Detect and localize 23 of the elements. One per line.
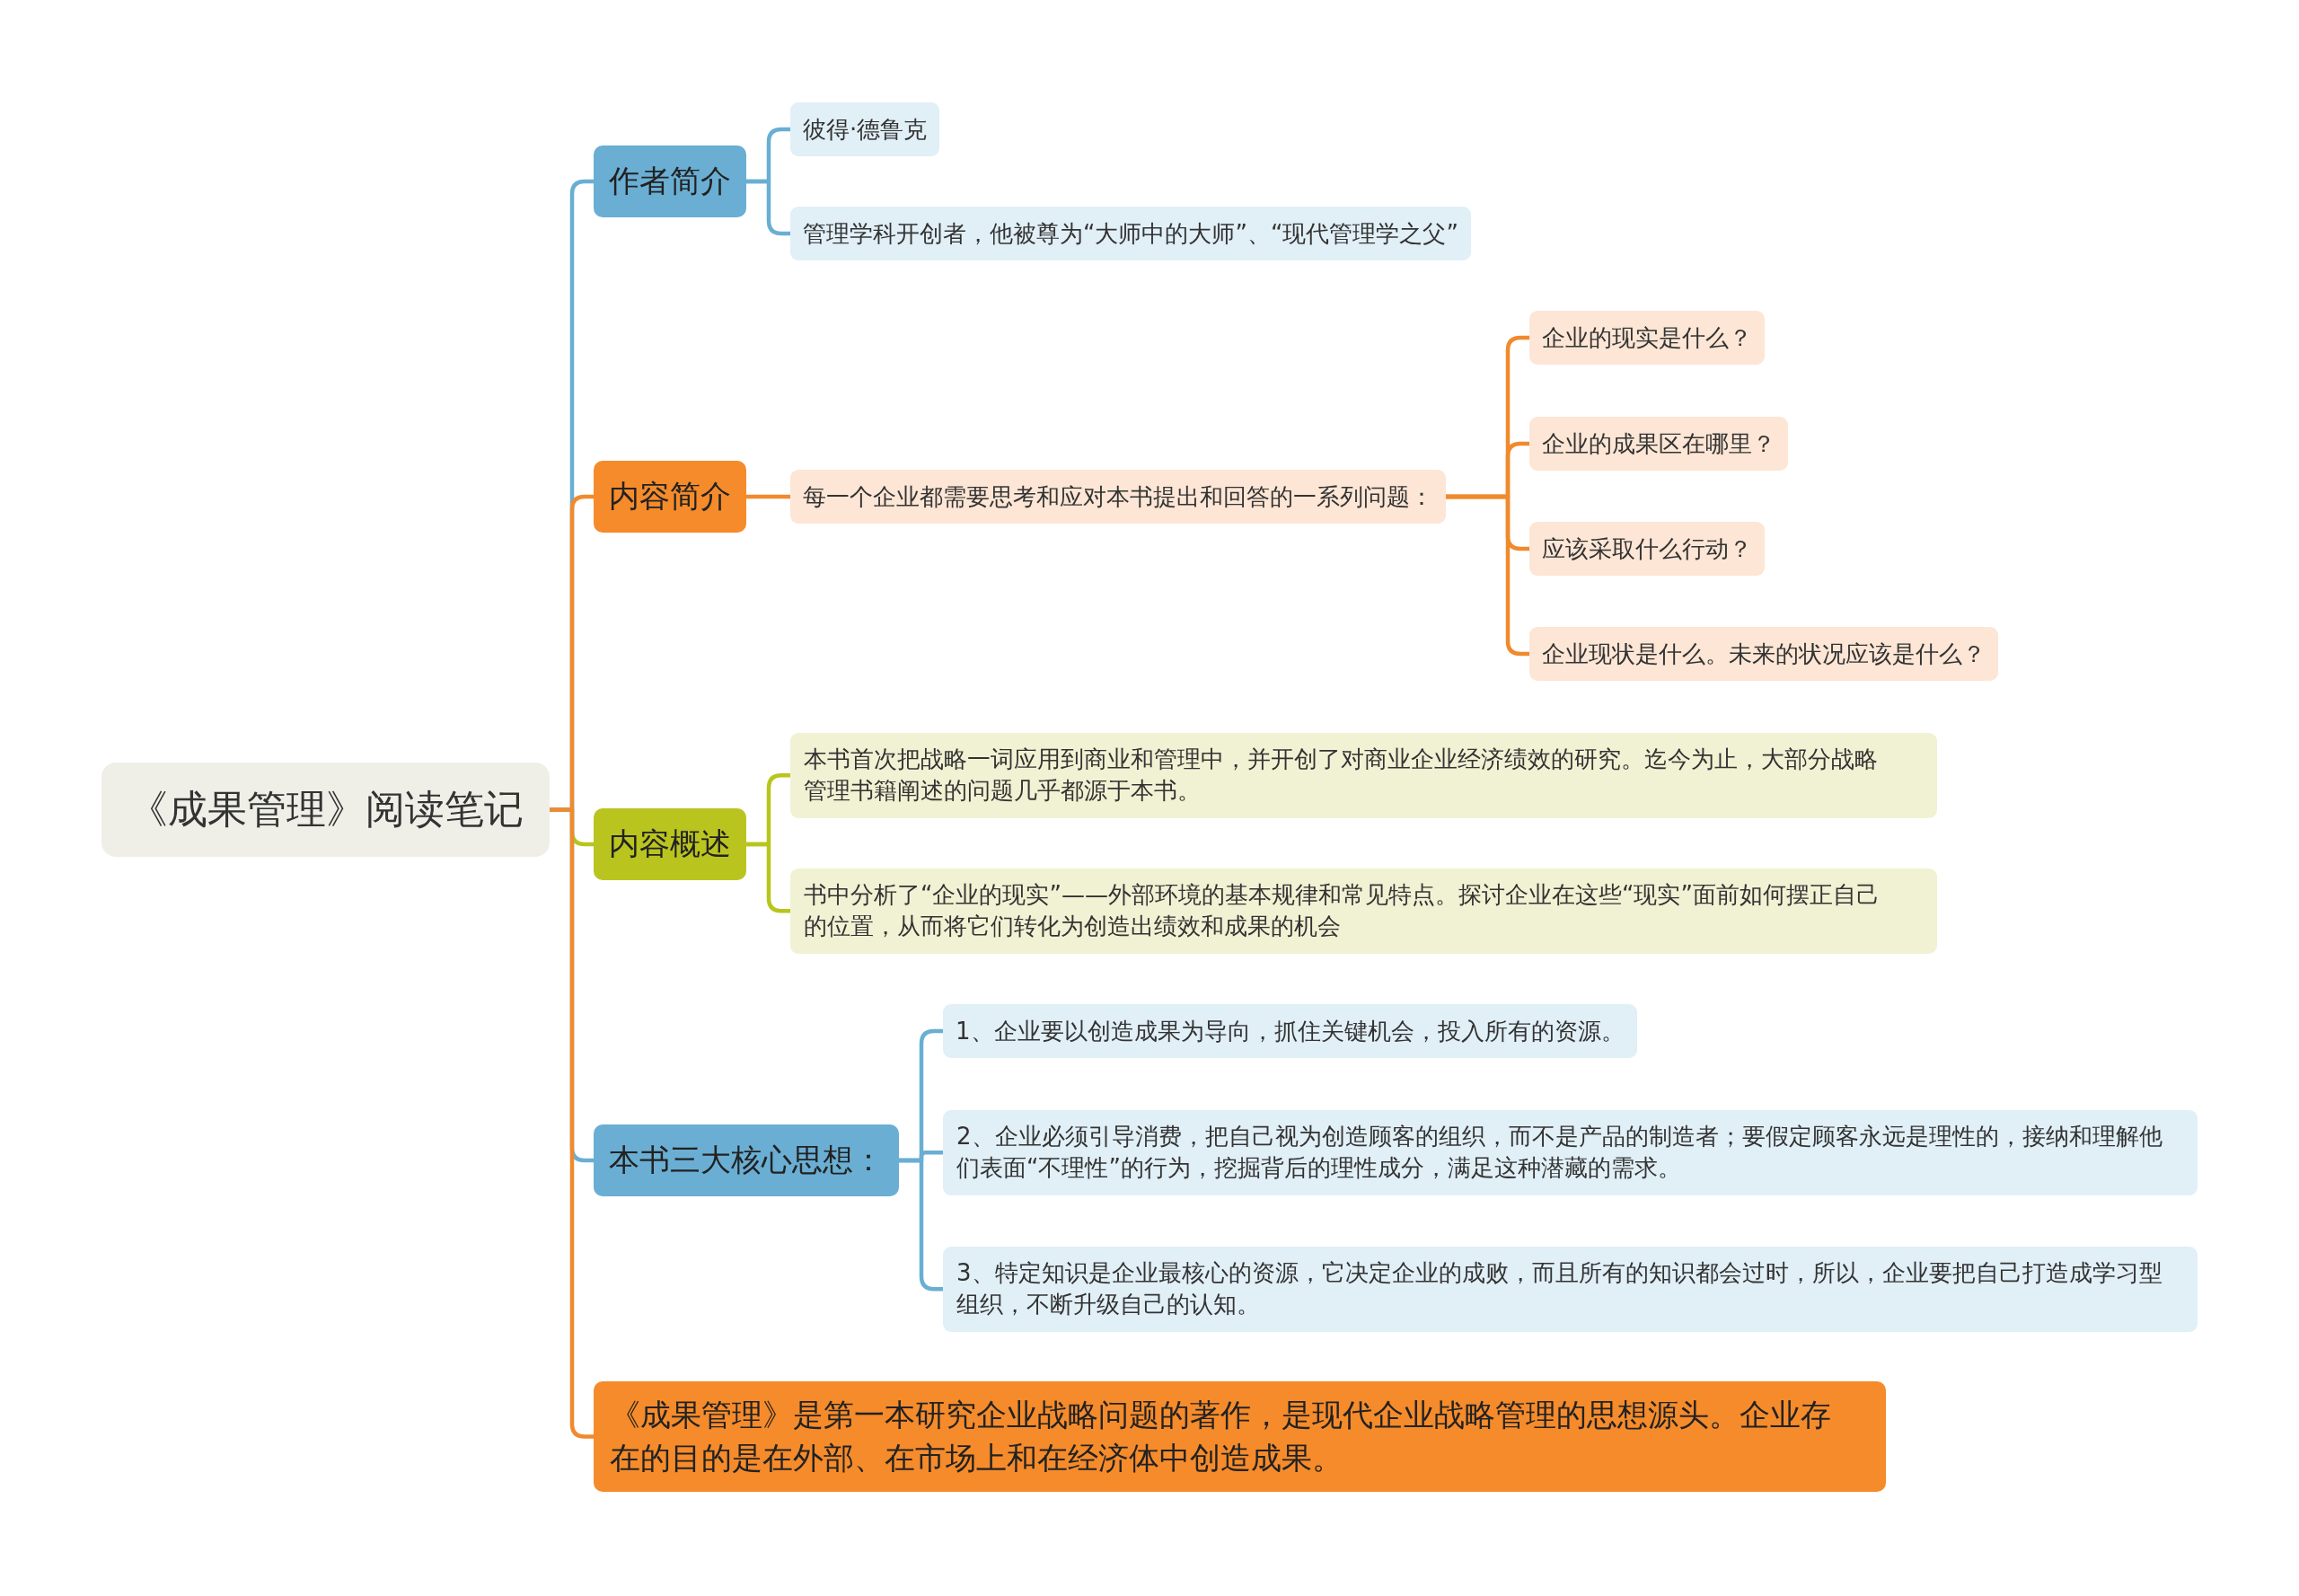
subtopic: 书中分析了“企业的现实”——外部环境的基本规律和常见特点。探讨企业在这些“现实”面前如何摆正自己的位置，从而将它们转化为创造出绩效和成果的机会 [790, 869, 1937, 954]
subtopic: 本书首次把战略一词应用到商业和管理中，并开创了对商业企业经济绩效的研究。迄今为止，大部分战略管理书籍阐述的问题几乎都源于本书。 [790, 733, 1937, 818]
connector-line [746, 494, 790, 499]
connector-line [746, 179, 790, 236]
subtopic: 每一个企业都需要思考和应对本书提出和回答的一系列问题： [790, 470, 1446, 524]
subtopic: 彼得·德鲁克 [790, 102, 940, 156]
subtopic: 3、特定知识是企业最核心的资源，它决定企业的成败，而且所有的知识都会过时，所以，企业要把自己打造成学习型组织，不断升级自己的认知。 [943, 1247, 2198, 1332]
subtopic: 企业的成果区在哪里？ [1529, 417, 1788, 471]
main-topic: 作者简介 [594, 145, 746, 217]
subtopic: 应该采取什么行动？ [1529, 522, 1765, 576]
connector-line [1446, 494, 1529, 657]
connector-line [746, 842, 790, 913]
main-topic: 内容简介 [594, 461, 746, 533]
main-topic: 本书三大核心思想： [594, 1124, 899, 1196]
main-topic: 内容概述 [594, 808, 746, 880]
subtopic: 企业现状是什么。未来的状况应该是什么？ [1529, 627, 1998, 681]
connector-line [899, 1158, 943, 1292]
subtopic: 企业的现实是什么？ [1529, 311, 1765, 365]
subtopic: 2、企业必须引导消费，把自己视为创造顾客的组织，而不是产品的制造者；要假定顾客永远是理性的，接纳和理解他们表面“不理性”的行为，挖掘背后的理性成分，满足这种潜藏的需求。 [943, 1110, 2198, 1195]
subtopic: 管理学科开创者，他被尊为“大师中的大师”、“现代管理学之父” [790, 207, 1471, 260]
subtopic: 1、企业要以创造成果为导向，抓住关键机会，投入所有的资源。 [943, 1004, 1637, 1058]
central-topic: 《成果管理》阅读笔记 [101, 763, 550, 857]
main-topic: 《成果管理》是第一本研究企业战略问题的著作，是现代企业战略管理的思想源头。企业存在的目的是在外部、在市场上和在经济体中创造成果。 [594, 1381, 1886, 1493]
